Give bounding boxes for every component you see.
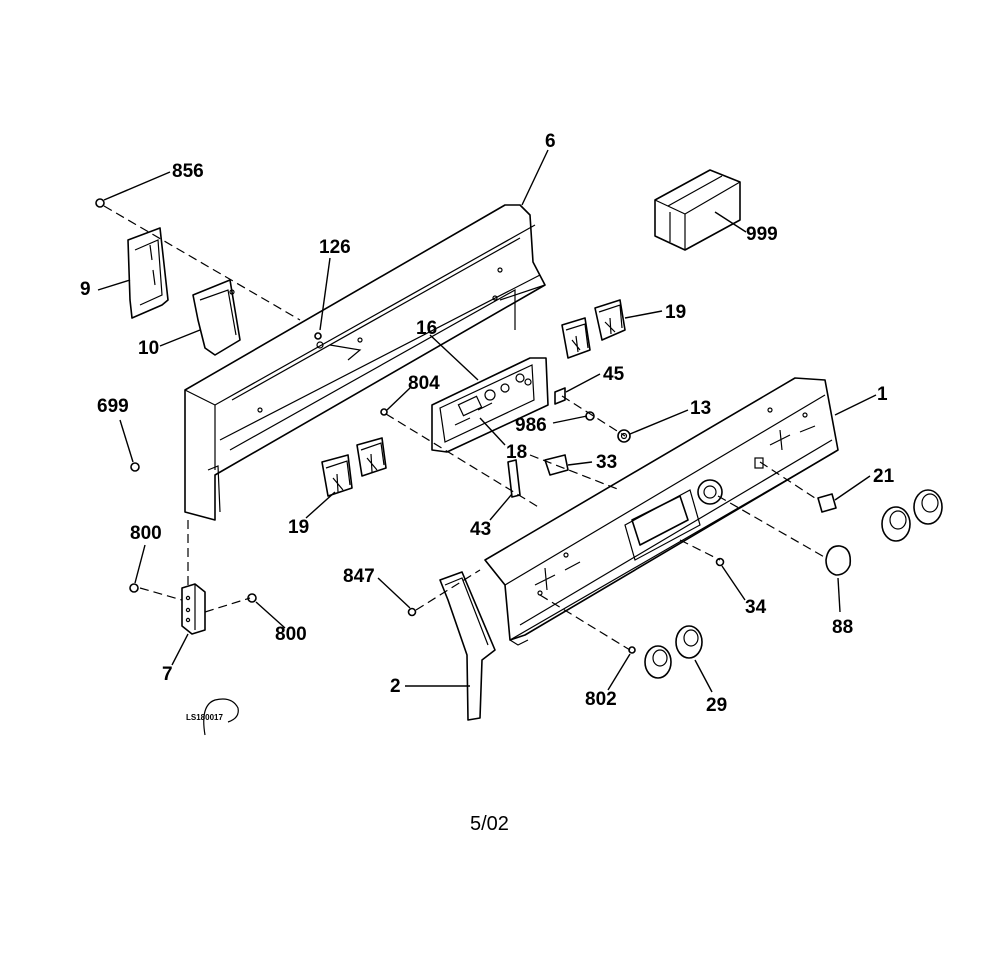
callout-847: 847 — [343, 566, 375, 587]
screw-856 — [95, 198, 105, 208]
knob-88 — [825, 545, 852, 576]
callout-18: 18 — [506, 442, 527, 463]
screw-847 — [407, 607, 417, 617]
control-board — [431, 357, 549, 453]
small-parts — [95, 198, 943, 679]
callout-43: 43 — [470, 519, 491, 540]
callout-10: 10 — [138, 338, 159, 359]
knob-21-a — [881, 506, 911, 542]
lamp-21 — [817, 493, 837, 513]
assembly-lines — [103, 205, 827, 651]
callout-labels: 856 6 999 126 9 10 19 16 45 804 699 986 … — [80, 131, 895, 716]
callout-9: 9 — [80, 279, 91, 300]
callout-800-upper: 800 — [130, 523, 162, 544]
callout-19-lower: 19 — [288, 517, 309, 538]
switch-pair-lower — [321, 437, 387, 497]
knob-21-b — [913, 489, 943, 525]
screw-800-left — [129, 583, 139, 593]
knob-29-a — [644, 645, 672, 679]
callout-1: 1 — [877, 384, 888, 405]
revision-date: 5/02 — [470, 813, 509, 835]
callout-7: 7 — [162, 664, 173, 685]
bar-43 — [507, 459, 521, 498]
drawing-stamp: LS180017 — [186, 698, 239, 736]
bracket-7 — [181, 583, 206, 635]
callout-21: 21 — [873, 466, 895, 487]
screw-126 — [314, 332, 322, 340]
callout-856: 856 — [172, 161, 204, 182]
callout-804: 804 — [408, 373, 440, 394]
knob-29-b — [675, 625, 703, 659]
front-control-panel — [484, 377, 839, 646]
callout-802: 802 — [585, 689, 617, 710]
callout-16: 16 — [416, 318, 437, 339]
screw-34 — [715, 557, 725, 567]
callout-2: 2 — [390, 676, 401, 697]
bracket-9 — [127, 227, 169, 319]
callout-986: 986 — [515, 415, 547, 436]
callout-45: 45 — [603, 364, 625, 385]
callout-19-upper: 19 — [665, 302, 686, 323]
backguard-panel — [184, 204, 546, 521]
switch-pair-upper — [561, 299, 626, 359]
callout-126: 126 — [319, 237, 351, 258]
callout-34: 34 — [745, 597, 767, 618]
leader-lines — [97, 149, 877, 693]
callout-33: 33 — [596, 452, 617, 473]
trim-strip-2 — [439, 571, 496, 721]
package-999 — [654, 169, 741, 251]
bracket-10 — [192, 279, 241, 356]
drawing-stamp-text: LS180017 — [186, 713, 223, 722]
clip-45 — [554, 387, 566, 405]
callout-6: 6 — [545, 131, 556, 152]
callout-29: 29 — [706, 695, 727, 716]
callout-13: 13 — [690, 398, 711, 419]
callout-699: 699 — [97, 396, 129, 417]
callout-88: 88 — [832, 617, 853, 638]
callout-999: 999 — [746, 224, 778, 245]
screw-699 — [130, 462, 140, 472]
screw-804 — [380, 408, 388, 416]
callout-800-lower: 800 — [275, 624, 307, 645]
